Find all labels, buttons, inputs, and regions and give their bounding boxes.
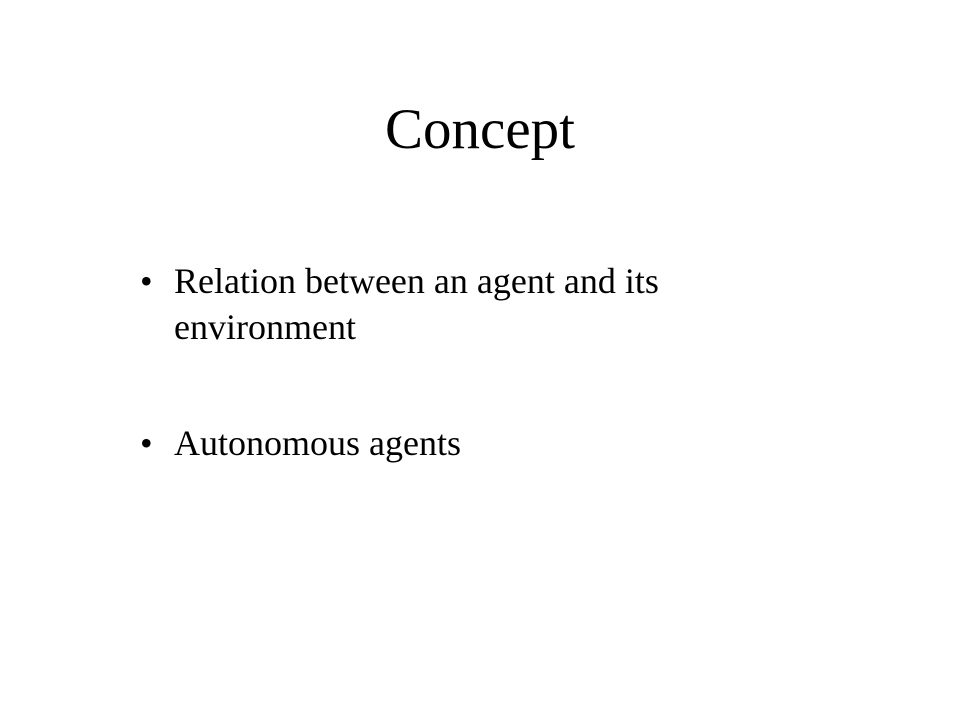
- bullet-list: • Relation between an agent and its envi…: [140, 258, 780, 466]
- bullet-item: • Autonomous agents: [140, 420, 780, 466]
- bullet-icon: •: [140, 423, 153, 463]
- bullet-icon: •: [140, 261, 153, 301]
- bullet-text: Relation between an agent and its enviro…: [174, 261, 659, 347]
- bullet-text: Autonomous agents: [174, 423, 461, 463]
- slide-title: Concept: [385, 98, 575, 161]
- bullet-item: • Relation between an agent and its envi…: [140, 258, 780, 350]
